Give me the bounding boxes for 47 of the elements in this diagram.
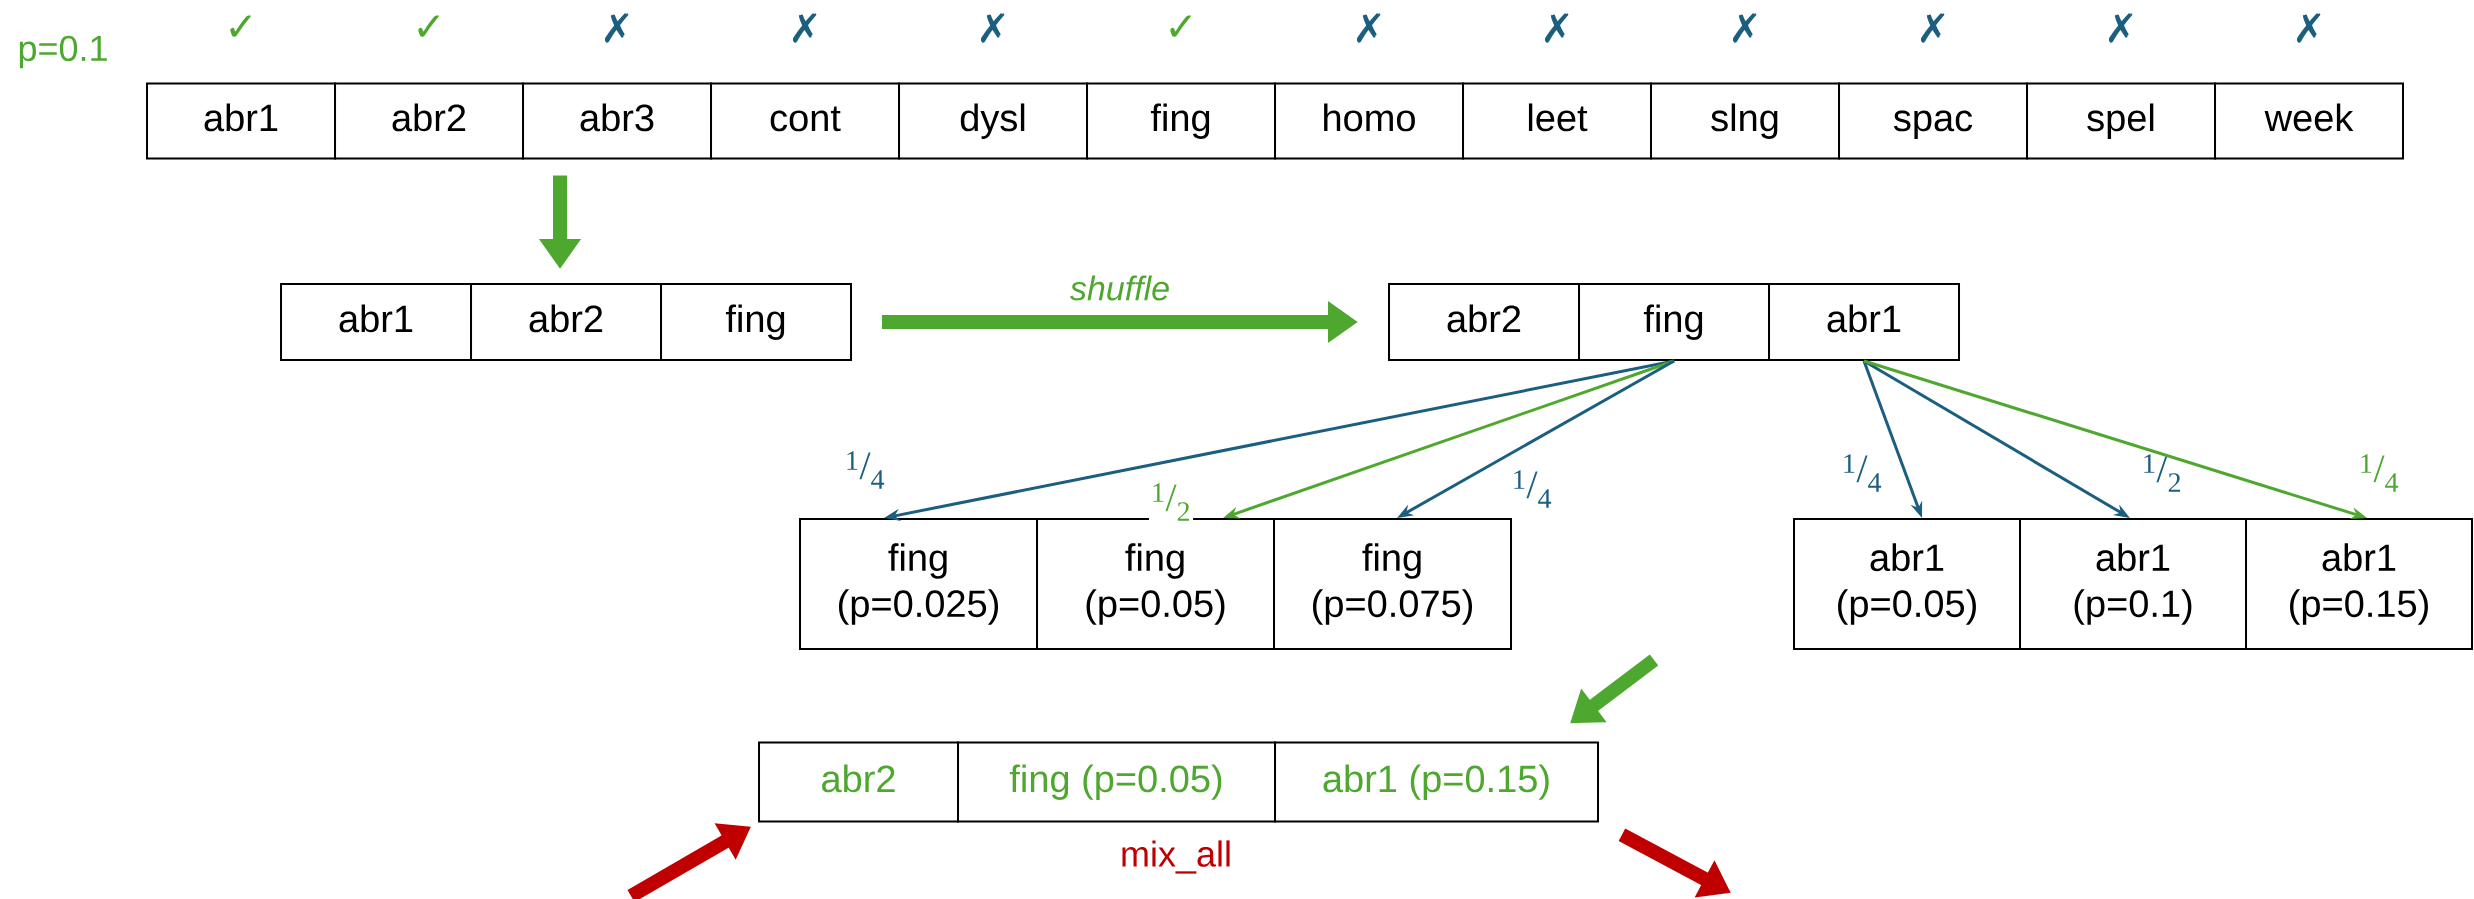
- table-cell: spac: [1838, 82, 2028, 160]
- probability-label: p=0.1: [19, 35, 107, 69]
- cross-mark: ✗: [1544, 13, 1569, 43]
- cross-mark: ✗: [1732, 13, 1757, 43]
- check-mark: ✓: [418, 15, 439, 37]
- table-cell: abr1 (p=0.1): [2019, 518, 2247, 650]
- cross-mark: ✗: [792, 13, 817, 43]
- table-cell: week: [2214, 82, 2404, 160]
- edge-label: shuffle: [1067, 273, 1173, 303]
- table-cell: abr2: [334, 82, 524, 160]
- edge-label: $^{1}$/$_{4}$: [1509, 468, 1555, 510]
- table-cell: abr1: [146, 82, 336, 160]
- table-cell: abr1: [280, 283, 472, 361]
- check-mark: ✓: [1170, 15, 1191, 37]
- cross-mark: ✗: [2108, 13, 2133, 43]
- check-mark: ✓: [230, 15, 251, 37]
- table-cell: fing: [660, 283, 852, 361]
- table-cell: abr2: [758, 741, 959, 823]
- table-cell: abr2: [1388, 283, 1580, 361]
- table-cell: leet: [1462, 82, 1652, 160]
- cross-mark: ✗: [980, 13, 1005, 43]
- table-cell: abr1 (p=0.15): [1274, 741, 1599, 823]
- edge-label: $^{1}$/$_{4}$: [2356, 452, 2402, 494]
- table-cell: cont: [710, 82, 900, 160]
- edge-label: $^{1}$/$_{4}$: [1839, 452, 1885, 494]
- table-cell: fing (p=0.025): [799, 518, 1038, 650]
- table-cell: spel: [2026, 82, 2216, 160]
- table-cell: abr2: [470, 283, 662, 361]
- table-cell: fing: [1086, 82, 1276, 160]
- cross-mark: ✗: [1920, 13, 1945, 43]
- operation-label: mix_all: [1122, 840, 1230, 874]
- edge-label: $^{1}$/$_{2}$: [2139, 452, 2185, 494]
- cross-mark: ✗: [604, 13, 629, 43]
- cross-mark: ✗: [1356, 13, 1381, 43]
- edge-label: $^{1}$/$_{4}$: [842, 449, 888, 491]
- table-cell: fing (p=0.075): [1273, 518, 1512, 650]
- cross-mark: ✗: [2296, 13, 2321, 43]
- table-cell: abr1: [1768, 283, 1960, 361]
- table-cell: fing: [1578, 283, 1770, 361]
- table-cell: dysl: [898, 82, 1088, 160]
- table-cell: abr3: [522, 82, 712, 160]
- edge-label: $^{1}$/$_{2}$: [1148, 481, 1194, 523]
- table-cell: fing (p=0.05): [957, 741, 1276, 823]
- table-cell: abr1 (p=0.05): [1793, 518, 2021, 650]
- table-cell: slng: [1650, 82, 1840, 160]
- table-cell: abr1 (p=0.15): [2245, 518, 2473, 650]
- table-cell: homo: [1274, 82, 1464, 160]
